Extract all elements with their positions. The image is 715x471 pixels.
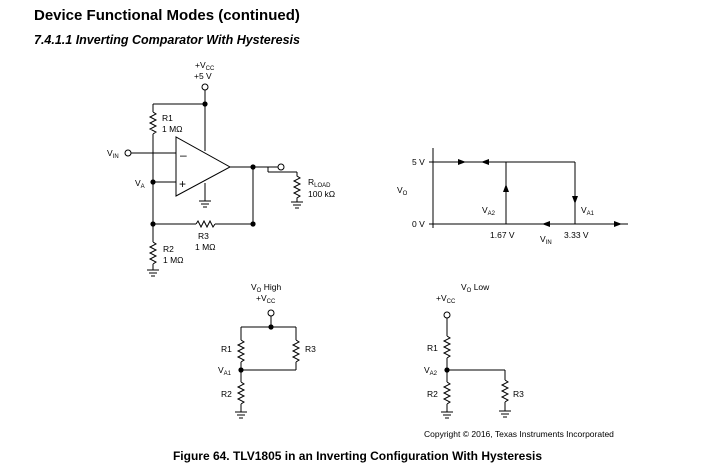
- va1-label: VA1: [581, 205, 595, 217]
- vo-low-junction-node: [444, 367, 450, 373]
- rload-resistor: [292, 172, 302, 202]
- vo-high-circuit: [235, 309, 301, 419]
- junction-dots: [150, 101, 256, 227]
- vcc-label: +VCC: [195, 60, 215, 72]
- r1-label: R1: [162, 113, 173, 123]
- inverting-input-sign: –: [180, 148, 187, 162]
- vo-high-vcc-label: +VCC: [256, 293, 276, 305]
- y-axis-label: VO: [397, 185, 408, 197]
- rload-value: 100 kΩ: [308, 189, 335, 199]
- vo-low-vcc-label: +VCC: [436, 293, 456, 305]
- r2-value: 1 MΩ: [163, 255, 184, 265]
- output-terminal: [277, 163, 285, 171]
- transfer-curve: [429, 148, 628, 228]
- r2-label: R2: [163, 244, 174, 254]
- y-tick-high: 5 V: [412, 157, 425, 167]
- vo-high-junction-node: [238, 367, 244, 373]
- vcc-terminal: [201, 83, 209, 91]
- y-tick-low: 0 V: [412, 219, 425, 229]
- r3-value: 1 MΩ: [195, 242, 216, 252]
- subsection-heading: 7.4.1.1 Inverting Comparator With Hyster…: [34, 33, 300, 47]
- vo-low-r1-label: R1: [427, 343, 438, 353]
- x-tick-low: 1.67 V: [490, 230, 515, 240]
- vin-label: VIN: [107, 148, 119, 160]
- va-label: VA: [135, 178, 145, 190]
- r1-resistor: [148, 111, 158, 135]
- r2-resistor: [148, 241, 158, 265]
- x-tick-high: 3.33 V: [564, 230, 589, 240]
- comparator-symbol: [175, 136, 232, 197]
- vo-high-node-label: VA1: [218, 365, 232, 377]
- vcc-value: +5 V: [194, 71, 212, 81]
- vo-high-title: VO High: [251, 282, 281, 294]
- rload-label: RLOAD: [308, 177, 331, 189]
- x-axis-label: VIN: [540, 234, 552, 246]
- figure-caption: Figure 64. TLV1805 in an Inverting Confi…: [172, 449, 543, 463]
- noninverting-input-sign: +: [179, 177, 186, 191]
- r1-value: 1 MΩ: [162, 124, 183, 134]
- section-heading: Device Functional Modes (continued): [34, 7, 300, 24]
- vo-high-junction-top: [268, 324, 274, 330]
- r3-label: R3: [198, 231, 209, 241]
- vo-low-r3-label: R3: [513, 389, 524, 399]
- vo-high-r2-label: R2: [221, 389, 232, 399]
- vo-low-title: VO Low: [461, 282, 490, 294]
- r3-resistor: [195, 219, 216, 229]
- vin-terminal: [124, 149, 132, 157]
- vo-high-r3-label: R3: [305, 344, 316, 354]
- main-schematic: [124, 83, 303, 277]
- copyright-notice: Copyright © 2016, Texas Instruments Inco…: [424, 429, 614, 439]
- vo-low-circuit: [441, 311, 511, 419]
- va2-label: VA2: [482, 205, 496, 217]
- vo-low-node-label: VA2: [424, 365, 438, 377]
- vo-high-r1-label: R1: [221, 344, 232, 354]
- vo-low-r2-label: R2: [427, 389, 438, 399]
